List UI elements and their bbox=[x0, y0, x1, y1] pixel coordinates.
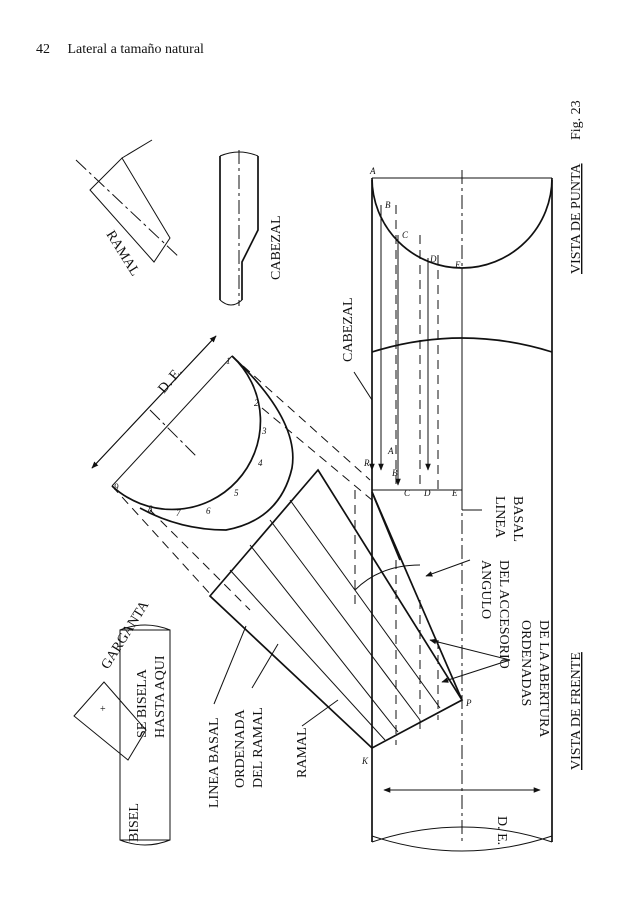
semicircle-num-1: 1 bbox=[226, 356, 231, 366]
corner-p: P bbox=[465, 698, 472, 708]
opening-baseline: R A B C D E bbox=[363, 446, 463, 510]
hasta-aqui-label: HASTA AQUI bbox=[153, 655, 168, 738]
projection-arrows bbox=[369, 178, 463, 492]
ramal-inset-label: RAMAL bbox=[103, 228, 143, 279]
end-point-d: D bbox=[429, 254, 437, 264]
end-view: A B C D E bbox=[369, 166, 553, 492]
corner-k: K bbox=[361, 756, 369, 766]
de-top-label: D. E. bbox=[156, 365, 186, 397]
opening-point-a: A bbox=[387, 446, 394, 456]
se-bisela-label: SE BISELA bbox=[135, 668, 150, 738]
linea-label: LINEA bbox=[492, 496, 507, 539]
end-point-a: A bbox=[369, 166, 376, 176]
end-point-b: B bbox=[385, 200, 391, 210]
del-ramal-label: DEL RAMAL bbox=[251, 707, 266, 788]
end-view-title: VISTA DE PUNTA bbox=[569, 163, 584, 274]
cabezal-inset: CABEZAL bbox=[219, 150, 284, 306]
page-number: 42 bbox=[36, 42, 50, 57]
semicircle-num-7: 7 bbox=[176, 508, 181, 518]
del-accesorio-label: DEL ACCESORIO bbox=[496, 560, 511, 669]
semicircle-num-9: 9 bbox=[114, 482, 119, 492]
fig-label: Fig. 23 bbox=[569, 100, 584, 140]
basal-label: BASAL bbox=[510, 496, 525, 542]
development-semicircle: D. E. 1 2 3 4 5 6 7 8 9 bbox=[91, 335, 373, 611]
branch-pipe: K P bbox=[208, 468, 472, 766]
opening-point-c: C bbox=[404, 488, 411, 498]
end-point-c: C bbox=[402, 230, 409, 240]
cabezal-inset-label: CABEZAL bbox=[269, 215, 284, 280]
de-bottom-label: D. E. bbox=[494, 816, 509, 845]
cabezal-main-label: CABEZAL bbox=[341, 297, 356, 362]
ramal-inset: RAMAL bbox=[75, 139, 181, 279]
page-header: 42 Lateral a tamaño natural bbox=[36, 42, 204, 58]
front-view-title: VISTA DE FRENTE bbox=[569, 652, 584, 770]
linea-basal-label: LINEA BASAL bbox=[207, 717, 222, 808]
semicircle-num-4: 4 bbox=[258, 458, 263, 468]
opening-point-b: B bbox=[392, 468, 398, 478]
opening-point-r: R bbox=[363, 458, 370, 468]
bisel-label: BISEL bbox=[127, 803, 142, 842]
ordenada-label: ORDENADA bbox=[233, 709, 248, 788]
bevel-plus: + bbox=[100, 704, 106, 715]
angulo-label: ANGULO bbox=[478, 560, 493, 619]
garganta-label: GARGANTA bbox=[99, 598, 153, 672]
ordenadas-label: ORDENADAS bbox=[518, 620, 533, 706]
end-point-e: E bbox=[454, 260, 461, 270]
opening-point-d: D bbox=[423, 488, 431, 498]
bevel-inset: + bbox=[73, 624, 171, 846]
ramal-main-label: RAMAL bbox=[295, 727, 310, 778]
semicircle-num-5: 5 bbox=[234, 488, 239, 498]
page-title: Lateral a tamaño natural bbox=[67, 42, 204, 57]
semicircle-num-8: 8 bbox=[148, 504, 153, 514]
semicircle-num-2: 2 bbox=[254, 398, 259, 408]
opening-point-e: E bbox=[451, 488, 458, 498]
de-la-abertura-label: DE LA ABERTURA bbox=[536, 620, 551, 738]
semicircle-num-6: 6 bbox=[206, 506, 211, 516]
semicircle-num-3: 3 bbox=[261, 426, 267, 436]
